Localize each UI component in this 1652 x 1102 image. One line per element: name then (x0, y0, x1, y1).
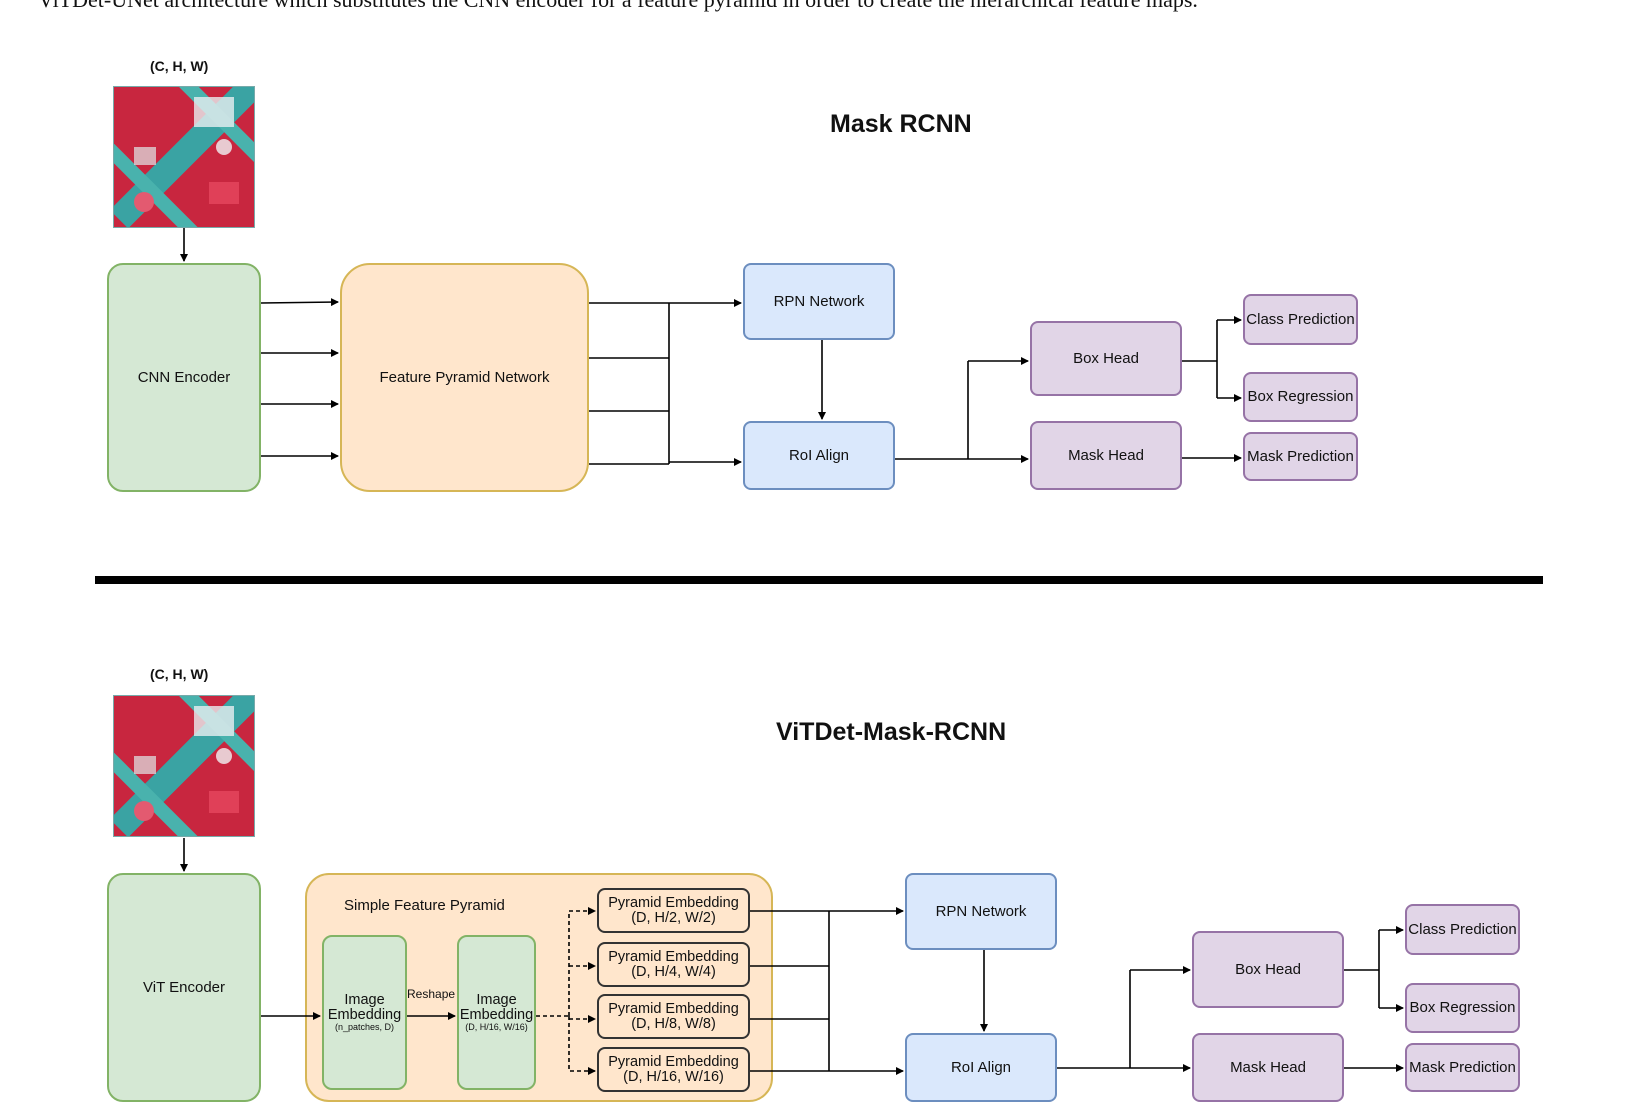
cnn-encoder-block: CNN Encoder (107, 263, 261, 492)
img-emb1-dims: (n_patches, D) (334, 1022, 395, 1032)
top-input-shape-label: (C, H, W) (150, 58, 209, 74)
bottom-box-regression-block: Box Regression (1405, 983, 1520, 1033)
pyramid-embedding-4: Pyramid Embedding (D, H/16, W/16) (597, 1047, 750, 1092)
dashed-to-pyr-1 (568, 907, 596, 1016)
bottom-box-head-block: Box Head (1192, 931, 1344, 1008)
bottom-rpn-network-block: RPN Network (905, 873, 1057, 950)
image-embedding-block-2: Image Embedding (D, H/16, W/16) (457, 935, 536, 1090)
pyramid-embedding-3-dims: (D, H/8, W/8) (631, 1015, 716, 1032)
bottom-mask-head-label: Mask Head (1230, 1058, 1306, 1076)
dashed-to-pyr-4 (568, 1016, 596, 1075)
bottom-mask-prediction-block: Mask Prediction (1405, 1043, 1520, 1092)
bottom-rpn-label: RPN Network (935, 902, 1027, 920)
feature-pyramid-network-block: Feature Pyramid Network (340, 263, 589, 492)
pyramid-embedding-4-name: Pyramid Embedding (608, 1053, 739, 1070)
pyramid-embedding-3-name: Pyramid Embedding (608, 1000, 739, 1017)
pyramid-embedding-4-dims: (D, H/16, W/16) (623, 1068, 724, 1085)
top-mask-prediction-label: Mask Prediction (1247, 447, 1354, 465)
top-class-prediction-label: Class Prediction (1246, 310, 1355, 328)
bottom-box-regression-label: Box Regression (1409, 999, 1516, 1017)
img-emb2-line1: Image (476, 991, 517, 1008)
bottom-box-head-label: Box Head (1235, 960, 1301, 978)
bottom-mask-prediction-label: Mask Prediction (1409, 1058, 1516, 1076)
img-emb1-line1: Image (344, 991, 385, 1008)
sfp-label: Simple Feature Pyramid (344, 897, 505, 914)
img-emb2-line2: Embedding (459, 1006, 534, 1023)
top-input-image (113, 86, 255, 228)
top-roi-label: RoI Align (788, 446, 850, 464)
top-mask-head-label: Mask Head (1068, 446, 1144, 464)
pyramid-embedding-1-dims: (D, H/2, W/2) (631, 909, 716, 926)
vit-encoder-block: ViT Encoder (107, 873, 261, 1102)
figure-caption: ViTDet-UNet architecture which substitut… (38, 0, 1198, 13)
top-mask-prediction-block: Mask Prediction (1243, 432, 1358, 481)
bottom-class-prediction-block: Class Prediction (1405, 904, 1520, 955)
pyramid-embedding-3: Pyramid Embedding (D, H/8, W/8) (597, 994, 750, 1039)
pyramid-embedding-2: Pyramid Embedding (D, H/4, W/4) (597, 942, 750, 987)
pyramid-embedding-2-dims: (D, H/4, W/4) (631, 963, 716, 980)
img-emb1-line2: Embedding (327, 1006, 402, 1023)
vitdet-mask-rcnn-title: ViTDet-Mask-RCNN (776, 718, 1007, 746)
mask-rcnn-title: Mask RCNN (830, 110, 972, 138)
image-embedding-block-1: Image Embedding (n_patches, D) (322, 935, 407, 1090)
bottom-input-shape-label: (C, H, W) (150, 666, 209, 682)
section-divider (95, 576, 1543, 584)
pyramid-embedding-1-name: Pyramid Embedding (608, 894, 739, 911)
img-emb2-dims: (D, H/16, W/16) (465, 1022, 528, 1032)
bottom-class-prediction-label: Class Prediction (1408, 920, 1517, 938)
top-class-prediction-block: Class Prediction (1243, 294, 1358, 345)
bottom-input-image (113, 695, 255, 837)
top-box-head-block: Box Head (1030, 321, 1182, 396)
top-roi-align-block: RoI Align (743, 421, 895, 490)
top-box-head-label: Box Head (1073, 349, 1139, 367)
top-box-regression-block: Box Regression (1243, 372, 1358, 422)
top-mask-head-block: Mask Head (1030, 421, 1182, 490)
reshape-label: Reshape (407, 987, 456, 1001)
top-rpn-network-block: RPN Network (743, 263, 895, 340)
pyramid-embedding-2-name: Pyramid Embedding (608, 948, 739, 965)
top-box-regression-label: Box Regression (1247, 388, 1354, 406)
fpn-label: Feature Pyramid Network (379, 368, 550, 386)
bottom-roi-label: RoI Align (950, 1058, 1012, 1076)
cnn-encoder-label: CNN Encoder (137, 368, 231, 386)
pyramid-embedding-1: Pyramid Embedding (D, H/2, W/2) (597, 888, 750, 933)
top-rpn-label: RPN Network (773, 292, 865, 310)
top-enc-fpn-arrow-1 (260, 298, 339, 307)
vit-encoder-label: ViT Encoder (143, 978, 225, 996)
